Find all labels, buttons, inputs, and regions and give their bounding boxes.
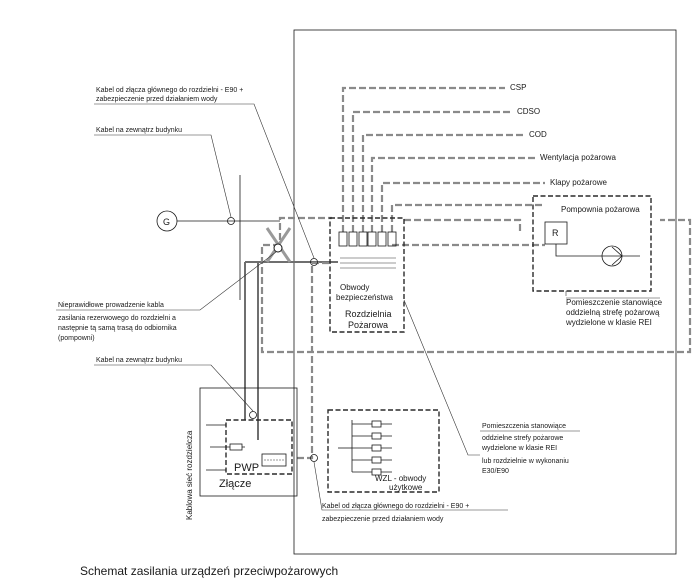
klapy-label: Klapy pożarowe (550, 178, 607, 187)
fire-switchboard-box (329, 217, 405, 333)
wzl-label: WZL - obwody (375, 474, 426, 483)
kabel-top-label: Kabel od złącza głównego do rozdzielni -… (96, 87, 243, 94)
pump-room-note-3: wydzielone w klasie REI (565, 318, 652, 327)
breakers (338, 231, 397, 269)
pom-strefy-label-4: lub rozdzielnie w wykonaniu (482, 458, 569, 465)
pom-strefy-label-3: wydzielone w klasie REI (481, 445, 557, 452)
rozdzielnia-label-2: Pożarowa (348, 320, 388, 330)
pom-strefy-label-5: E30/E90 (482, 468, 509, 475)
kabel-bottom-label-2: zabezpieczenie przed działaniem wody (322, 516, 444, 523)
nieprawidlowe-label: Nieprawidłowe prowadzenie kabla (58, 302, 164, 309)
zlacze-label: Złącze (219, 478, 251, 490)
nieprawidlowe-label-3: następnie tą samą trasą do odbiornika (58, 325, 177, 332)
cdso-label: CDSO (517, 107, 540, 116)
kablowa-siec-label: Kablowa sieć rozdzielcza (185, 430, 194, 520)
wzl-label-2: użytkowe (389, 483, 423, 492)
cod-label: COD (529, 130, 547, 139)
pump-room-box (532, 195, 652, 292)
zlacze-box (199, 387, 298, 497)
wentylacja-label: Wentylacja pożarowa (540, 153, 616, 162)
safety-circuits (260, 86, 692, 460)
generator-icon: G (156, 210, 178, 232)
csp-label: CSP (510, 83, 526, 92)
nieprawidlowe-label-2: zasilania rezerwowego do rozdzielni a (58, 315, 176, 322)
obwody-label: Obwody (340, 283, 369, 292)
pom-strefy-label-2: oddzielne strefy pożarowe (482, 435, 563, 442)
pwp-label: PWP (234, 462, 259, 474)
pom-strefy-label: Pomieszczenia stanowiące (482, 423, 566, 430)
obwody-label-2: bezpieczeństwa (336, 293, 393, 302)
building-outline (293, 29, 677, 555)
pompownia-label: Pompownia pożarowa (561, 205, 640, 214)
pump-room-note-2: oddzielną strefę pożarową (566, 308, 660, 317)
rozdzielnia-label: Rozdzielnia (345, 309, 392, 319)
diagram-caption: Schemat zasilania urządzeń przeciwpożaro… (80, 564, 338, 578)
wzl-box (327, 409, 440, 493)
pump-room-note-1: Pomieszczenie stanowiące (566, 298, 663, 307)
kabel-top-label-2: zabezpieczenie przed działaniem wody (96, 96, 218, 103)
r-label: R (552, 228, 559, 238)
leader-lines (56, 103, 580, 511)
nieprawidlowe-label-4: (pompowni) (58, 335, 95, 342)
wzl-breakers (338, 420, 392, 476)
svg-text:G: G (163, 217, 170, 227)
kabel-bottom-label: Kabel od złącza głównego do rozdzielni -… (322, 503, 469, 510)
zewn-top-label: Kabel na zewnątrz budynku (96, 127, 182, 134)
error-x-mark (265, 227, 292, 263)
zewn-mid-label: Kabel na zewnątrz budynku (96, 357, 182, 364)
pump-icon (601, 245, 640, 267)
